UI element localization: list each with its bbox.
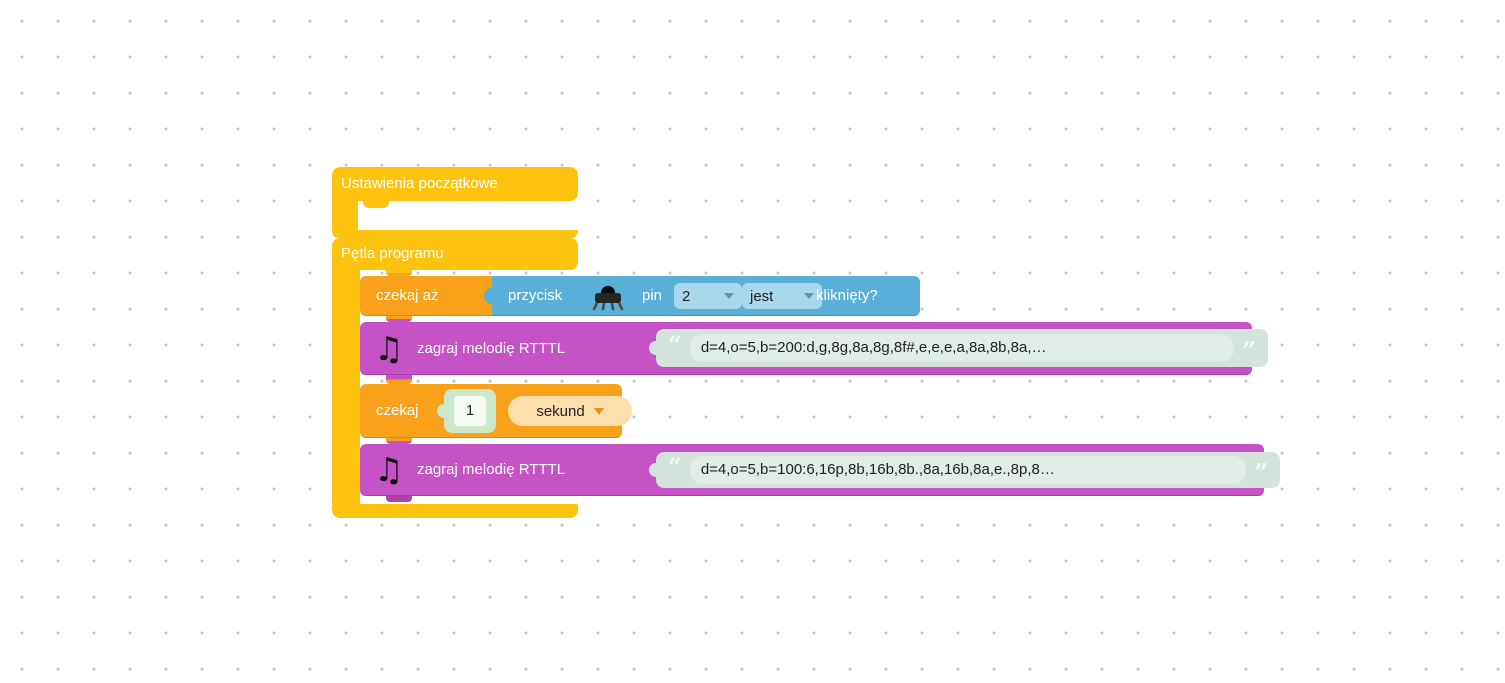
music-note-icon: ♫ (374, 450, 404, 489)
button-label: przycisk (508, 287, 563, 304)
value-connector-tab (649, 341, 663, 355)
play-melody-block-1[interactable]: ♫ zagraj melodię RTTTL “ d=4,o=5,b=200:d… (360, 322, 1268, 375)
unit-dropdown[interactable]: sekund (508, 396, 632, 426)
setup-block-header: Ustawienia początkowe (332, 167, 578, 201)
loop-block[interactable]: Pętla programu (332, 238, 578, 518)
rtttl-string-block[interactable]: “ d=4,o=5,b=100:6,16p,8b,16b,8b.,8a,16b,… (649, 452, 1280, 488)
value-connector-tab (649, 463, 663, 477)
wait-until-label: czekaj aż (376, 287, 439, 304)
close-quote-icon: ” (1242, 336, 1256, 365)
open-quote-icon: “ (668, 452, 682, 481)
loop-block-spine (332, 270, 360, 504)
setup-block-foot (332, 230, 578, 238)
open-quote-icon: “ (668, 330, 682, 359)
pin-dropdown-value: 2 (682, 287, 691, 305)
setup-block-label: Ustawienia początkowe (341, 175, 498, 192)
music-note-icon: ♫ (374, 329, 404, 368)
loop-block-header: Pętla programu (332, 238, 578, 270)
duration-socket: 1 (437, 389, 496, 433)
wait-until-block[interactable]: czekaj aż przycisk pin 2 jest kliknięty? (360, 276, 920, 316)
state-dropdown-value: jest (750, 287, 774, 305)
rtttl-string-block[interactable]: “ d=4,o=5,b=200:d,g,8g,8a,8g,8f#,e,e,e,a… (649, 329, 1268, 367)
statement-notch (363, 201, 389, 208)
loop-block-label: Pętla programu (341, 245, 444, 262)
chevron-down-icon (804, 293, 814, 299)
unit-dropdown-value: sekund (536, 402, 585, 420)
wait-block[interactable]: czekaj 1 sekund (360, 384, 632, 438)
duration-field[interactable]: 1 (454, 396, 486, 426)
push-button-icon (590, 281, 626, 311)
play-melody-label: zagraj melodię RTTTL (417, 461, 566, 478)
value-connector-tab (437, 404, 451, 418)
wait-until-body (360, 276, 492, 316)
pin-label: pin (642, 287, 663, 304)
block-connector (386, 375, 412, 384)
close-quote-icon: ” (1254, 458, 1268, 487)
chevron-down-icon (593, 407, 604, 415)
rtttl-text-field[interactable]: d=4,o=5,b=200:d,g,8g,8a,8g,8f#,e,e,e,a,8… (689, 334, 1235, 362)
value-connector-tab (484, 288, 500, 304)
chevron-down-icon (724, 293, 734, 299)
setup-block-spine (332, 201, 358, 230)
clicked-label: kliknięty? (816, 287, 878, 304)
block-connector (386, 438, 412, 444)
play-melody-label: zagraj melodię RTTTL (417, 340, 566, 357)
block-connector (386, 496, 412, 502)
play-melody-block-2[interactable]: ♫ zagraj melodię RTTTL “ d=4,o=5,b=100:6… (360, 444, 1280, 496)
rtttl-text-field[interactable]: d=4,o=5,b=100:6,16p,8b,16b,8b.,8a,16b,8a… (689, 456, 1247, 484)
block-connector (386, 316, 412, 322)
state-dropdown[interactable]: jest (742, 283, 822, 309)
wait-label: czekaj (376, 402, 419, 419)
setup-block[interactable]: Ustawienia początkowe (332, 167, 578, 238)
loop-block-foot (332, 504, 578, 518)
setup-empty-slot[interactable] (358, 201, 578, 230)
pin-dropdown[interactable]: 2 (674, 283, 742, 309)
block-connector (386, 270, 412, 276)
